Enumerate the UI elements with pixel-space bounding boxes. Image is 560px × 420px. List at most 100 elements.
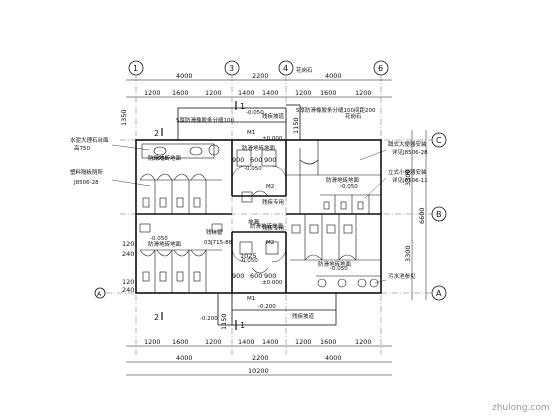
dim-bottom-minor-7: 1600	[320, 338, 337, 346]
dim-bottom-minor-3: 1200	[205, 338, 222, 346]
floor-top-right: 防滑地砖地面	[326, 176, 360, 184]
elev-2: -0.050	[150, 156, 168, 162]
section-2-top: 2	[154, 129, 159, 138]
top-note-1: 5厚防滑橡胶条分缝100	[176, 116, 234, 124]
inner-dim-11: 1150	[220, 313, 228, 330]
door-tag-m1-top: M1	[247, 130, 255, 136]
floor-top-left: 防滑地砖地面	[148, 154, 182, 162]
right-note-2b: 详见J8506-11	[392, 176, 428, 184]
elev-5: -0.050	[340, 184, 358, 190]
inner-dim-5: 900	[232, 272, 244, 280]
top-stone-2: 花岗石	[345, 112, 362, 120]
inner-dim-1: 900	[232, 156, 244, 164]
stalls-top-left	[139, 173, 222, 214]
door-tag-m2-top: M2	[266, 184, 274, 190]
door-swings	[231, 165, 287, 263]
left-note-2b: J8506-28	[73, 180, 99, 186]
inner-dim-8: 120	[122, 240, 134, 248]
elev-6: -0.050	[150, 236, 168, 242]
section-1-top: 1	[240, 102, 245, 111]
mop-bottom: 残疾专用	[262, 224, 284, 232]
elev-4: -0.050	[244, 166, 262, 172]
axis-label-1: 1	[133, 64, 138, 73]
mop-top: 残疾专用	[262, 198, 284, 206]
basins-top-left	[141, 143, 220, 159]
inner-dim-13: 240	[122, 286, 134, 294]
dim-top-minor-5: 1400	[262, 89, 279, 97]
dimension-lines	[126, 79, 427, 376]
dim-top-minor-4: 1400	[238, 89, 255, 97]
entrance-bottom	[217, 292, 337, 326]
inner-dim-7: 900	[264, 272, 276, 280]
dim-bottom-minor-2: 1600	[172, 338, 189, 346]
elev-3: ±0.000	[262, 136, 283, 142]
dim-bottom-major-2: 2200	[252, 354, 269, 362]
floor-mid-top: 防滑地砖地面	[242, 144, 276, 152]
inner-dim-14: 1350	[120, 109, 128, 126]
right-note-1b: 详见J8506-28	[392, 148, 428, 156]
inner-dim-12: 120	[122, 278, 134, 286]
ref-mid: 03J715-88	[204, 240, 233, 246]
section-2-bottom: 2	[154, 313, 159, 322]
inner-dim-9: 240	[122, 250, 134, 258]
dim-top-minor-2: 1600	[172, 89, 189, 97]
elev-9: -0.050	[330, 266, 348, 272]
lobby-bottom-label: 残疾坡道	[292, 312, 315, 320]
inner-dim-6: 600	[250, 272, 262, 280]
dim-bottom-minor-5: 1400	[262, 338, 279, 346]
axis-bubble-a-left	[94, 287, 106, 299]
dim-bottom-minor-8: 1200	[355, 338, 372, 346]
dim-right-major-2: 3300	[404, 245, 412, 262]
inner-dim-3: 900	[264, 156, 276, 164]
watermark: zhulong.com	[492, 403, 550, 413]
top-note-2: 5厚防滑橡胶条分缝100间距200	[296, 106, 376, 114]
dim-bottom-total: 10200	[248, 367, 269, 375]
dim-top-major-3: 4000	[325, 72, 342, 80]
lobby-top-label: 残疾坡道	[262, 112, 285, 120]
inner-dim-4: 1025	[240, 252, 257, 260]
dim-top-major-2: 2200	[252, 72, 269, 80]
pipe-label: 残坑管	[206, 228, 223, 236]
stalls-top-right	[286, 140, 381, 214]
section-1-bottom: 1	[240, 321, 245, 330]
elev-1: -0.050	[246, 110, 264, 116]
entrance-top	[177, 104, 301, 141]
floor-mid-bottom: 防滑地砖地面	[250, 222, 284, 230]
axis-label-4: 4	[283, 64, 288, 73]
right-note-2a: 立式小便器安装	[388, 168, 427, 176]
elev-7: -0.050	[240, 258, 258, 264]
dim-top-minor-7: 1600	[320, 89, 337, 97]
inner-dim-2: 600	[250, 156, 262, 164]
dim-top-major-1: 4000	[176, 72, 193, 80]
floor-bottom-right: 防滑地砖地面	[318, 260, 352, 268]
floor-bottom-left: 防滑地砖地面	[148, 240, 182, 248]
top-stone: 花岗石	[296, 66, 313, 74]
left-note-1a: 水泥大理石台面	[70, 136, 109, 144]
dim-bottom-major-3: 4000	[325, 354, 342, 362]
dim-top-minor-1: 1200	[144, 89, 161, 97]
dim-bottom-minor-6: 1200	[295, 338, 312, 346]
axis-label-a: A	[436, 289, 442, 298]
elev-8: ±0.000	[262, 280, 283, 286]
axis-label-6: 6	[378, 64, 383, 73]
stalls-bottom-left	[139, 223, 223, 293]
left-note-2a: 塑料隔板厕所	[70, 168, 104, 176]
dim-right-total: 6600	[418, 207, 426, 224]
section-marks	[161, 101, 237, 330]
left-note-1b: 高750	[74, 144, 90, 152]
right-note-3: 污水池参见	[388, 272, 416, 280]
dim-bottom-minor-1: 1200	[144, 338, 161, 346]
axis-label-a-left: A	[97, 291, 102, 298]
right-leaders	[359, 149, 387, 284]
right-note-1a: 蹲式大便器安装	[388, 140, 427, 148]
dim-bottom-minor-4: 1400	[238, 338, 255, 346]
axis-label-b: B	[436, 210, 442, 219]
dim-top-minor-6: 1200	[295, 89, 312, 97]
axis-bubble-a	[431, 285, 447, 301]
stalls-bottom-right	[290, 214, 381, 288]
dim-top-minor-8: 1200	[355, 89, 372, 97]
left-leaders	[111, 144, 151, 187]
dim-bottom-major-1: 4000	[176, 354, 193, 362]
elev-10: -0.200	[200, 316, 218, 322]
